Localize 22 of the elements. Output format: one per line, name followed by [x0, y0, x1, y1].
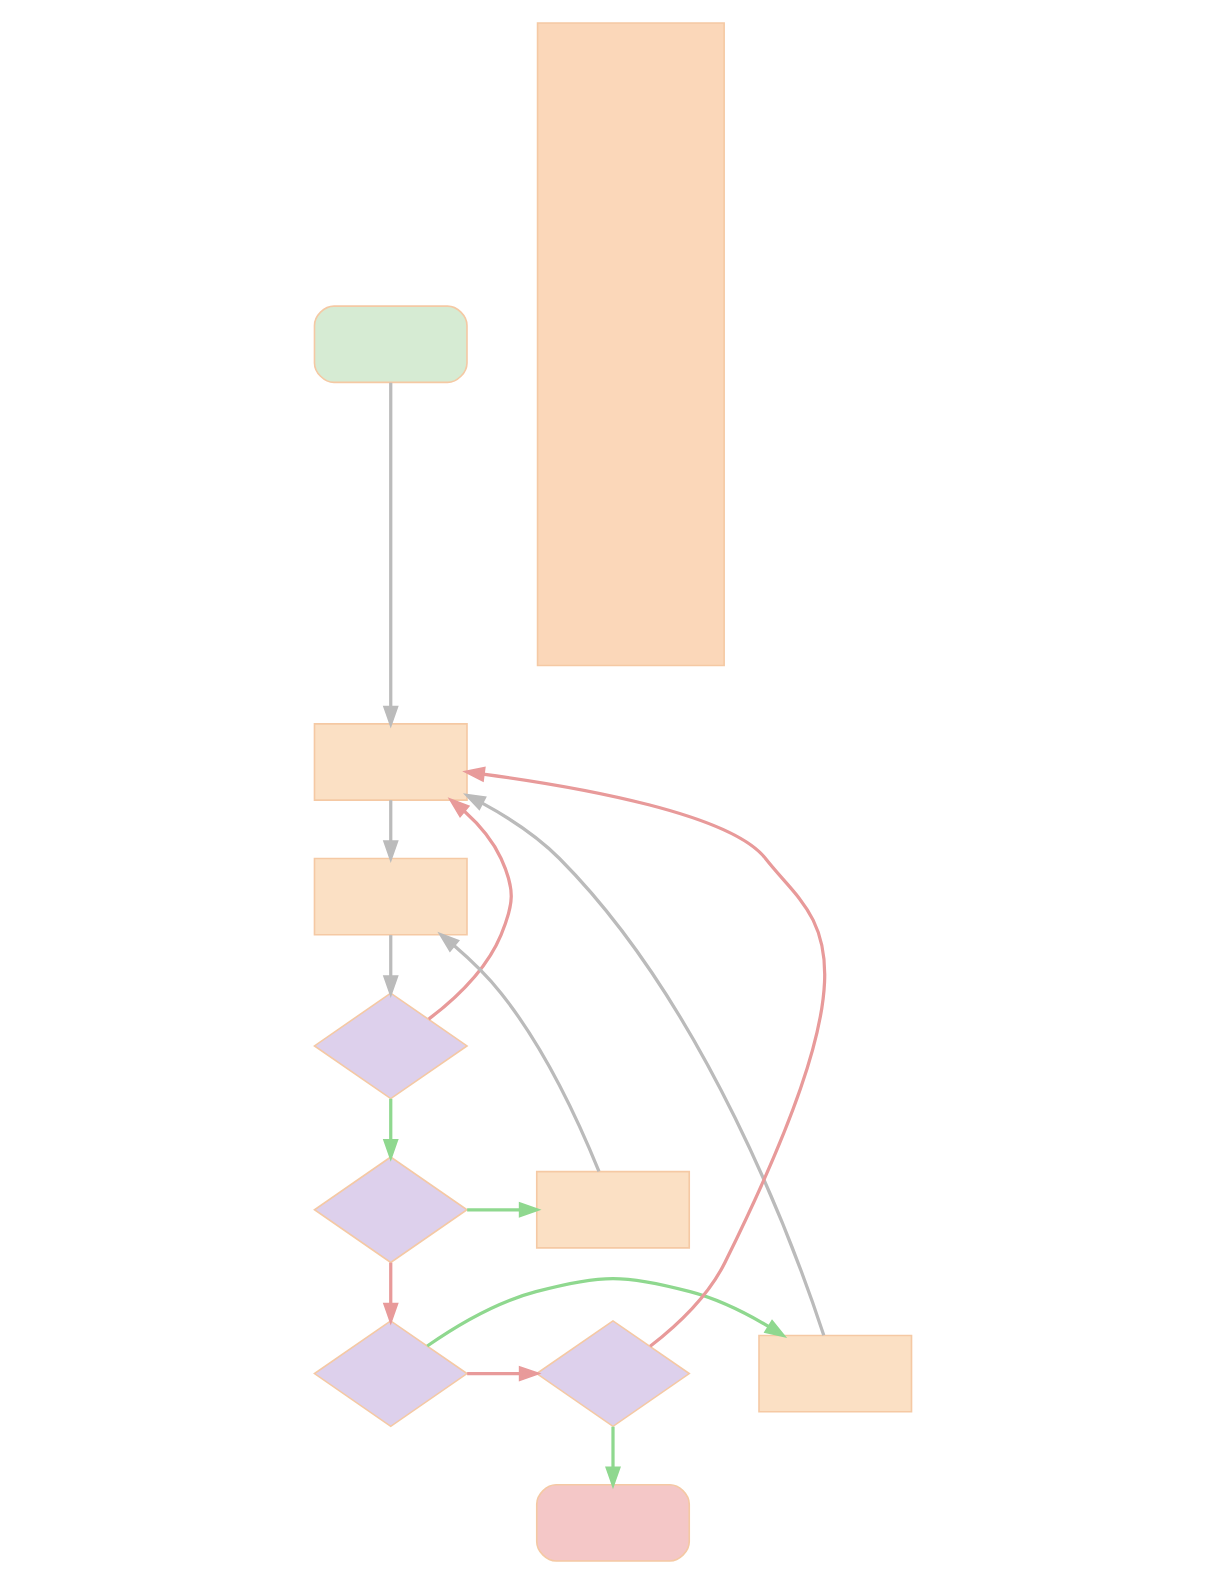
- node-diamond: [312, 1319, 468, 1428]
- node-box: [534, 1170, 690, 1249]
- node-box: [312, 723, 467, 801]
- arrow: [381, 1098, 398, 1162]
- node-box: [757, 1334, 912, 1413]
- arrow: [381, 800, 398, 864]
- arrow: [381, 935, 398, 998]
- arrow: [466, 1201, 541, 1218]
- arrow: [381, 1262, 398, 1326]
- node-box: [534, 1483, 690, 1562]
- arrow: [604, 1426, 620, 1490]
- arrow: [466, 1365, 541, 1382]
- node-box: [312, 305, 467, 384]
- arrow: [426, 797, 512, 1021]
- node-diamond: [312, 992, 468, 1100]
- arrow: [425, 1277, 787, 1348]
- node-diamond: [312, 1156, 468, 1264]
- node-box: [312, 857, 467, 936]
- arrow: [436, 931, 600, 1173]
- node-diamond: [534, 1319, 690, 1428]
- node-box: [535, 22, 724, 667]
- arrow: [381, 382, 398, 729]
